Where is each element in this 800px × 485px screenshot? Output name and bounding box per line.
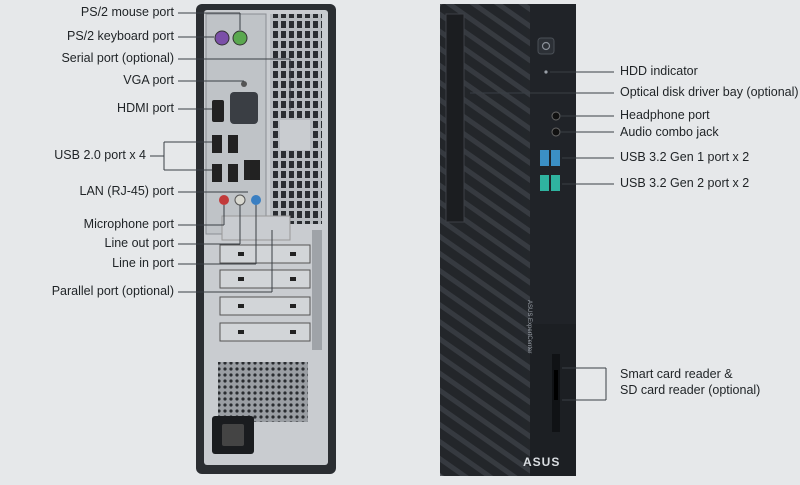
lan-port-icon [244, 160, 260, 180]
label-sd-card-reader: SD card reader (optional) [620, 383, 761, 397]
label-audio-combo-jack: Audio combo jack [620, 125, 719, 139]
label-parallel-port: Parallel port (optional) [51, 284, 174, 298]
front-view-chassis: ASUS ExpertCenter ASUS [440, 4, 576, 476]
label-headphone-port: Headphone port [620, 108, 710, 122]
label-ps2-keyboard-port: PS/2 keyboard port [66, 29, 174, 43]
audio-combo-jack-icon [551, 127, 561, 137]
label-optical-bay: Optical disk driver bay (optional) [620, 85, 799, 99]
ps2-keyboard-port-icon [214, 30, 230, 46]
hdmi-port-icon [212, 100, 224, 122]
label-smart-card-reader: Smart card reader & [620, 367, 733, 381]
label-usb-gen1-ports: USB 3.2 Gen 1 port x 2 [620, 150, 750, 164]
label-ps2-mouse-port: PS/2 mouse port [80, 5, 174, 19]
label-serial-port: Serial port (optional) [61, 51, 174, 65]
back-leader-lines [150, 12, 291, 293]
usb-gen1-port-icon [540, 150, 549, 166]
label-line-in-port: Line in port [112, 256, 174, 270]
ps2-mouse-port-icon [232, 30, 248, 46]
front-leader-lines [470, 71, 614, 401]
asus-logo: ASUS [523, 455, 560, 469]
label-usb-gen2-ports: USB 3.2 Gen 2 port x 2 [620, 176, 750, 190]
microphone-port-icon [219, 195, 229, 205]
power-button-icon [537, 37, 555, 55]
usb-gen2-port-icon [540, 175, 549, 191]
label-hdmi-port: HDMI port [117, 101, 174, 115]
hdd-indicator-icon [544, 70, 548, 74]
label-lan-port: LAN (RJ-45) port [79, 184, 174, 198]
label-hdd-indicator: HDD indicator [620, 64, 698, 78]
headphone-port-icon [551, 111, 561, 121]
label-line-out-port: Line out port [104, 236, 175, 250]
model-text: ASUS ExpertCenter [526, 300, 532, 353]
label-usb2-ports: USB 2.0 port x 4 [54, 148, 146, 162]
label-microphone-port: Microphone port [83, 217, 174, 231]
back-view-chassis [196, 4, 336, 474]
vga-port-icon [230, 92, 258, 124]
label-vga-port: VGA port [123, 73, 174, 87]
